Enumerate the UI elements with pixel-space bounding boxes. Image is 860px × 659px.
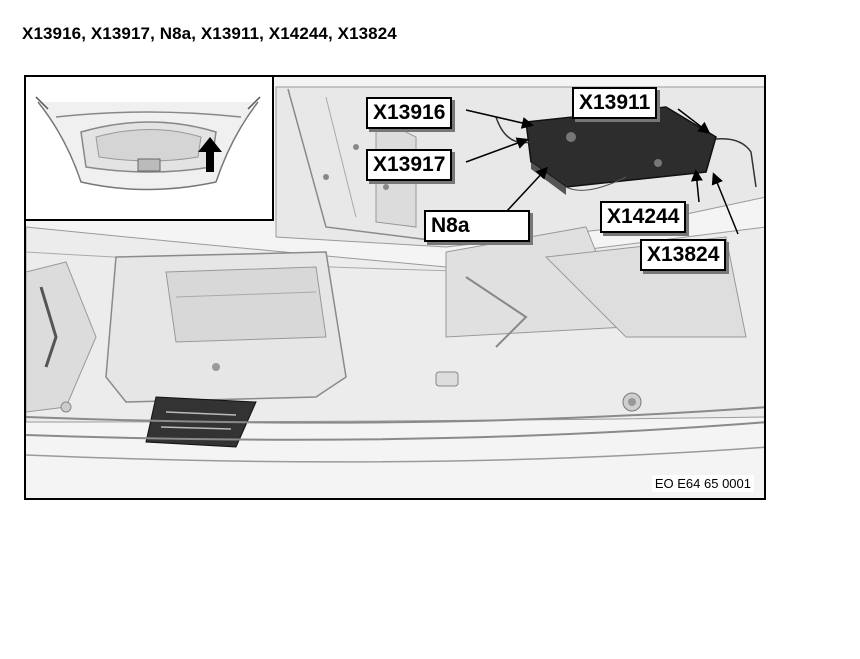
callout-x13917: X13917	[366, 149, 453, 181]
callout-n8a: N8a	[424, 210, 530, 242]
callout-x13916: X13916	[366, 97, 453, 129]
overview-inset	[26, 77, 274, 221]
overview-inset-drawing	[35, 96, 261, 191]
direction-arrow-icon	[198, 137, 222, 172]
callout-x13824: X13824	[640, 239, 727, 271]
diagram-figure: X13916 X13917 N8a X13911 X14244 X13824 E…	[24, 75, 766, 500]
page-title: X13916, X13917, N8a, X13911, X14244, X13…	[22, 24, 397, 43]
callout-x13911: X13911	[572, 87, 658, 119]
callout-x14244: X14244	[600, 201, 687, 233]
figure-code: EO E64 65 0001	[651, 475, 754, 492]
